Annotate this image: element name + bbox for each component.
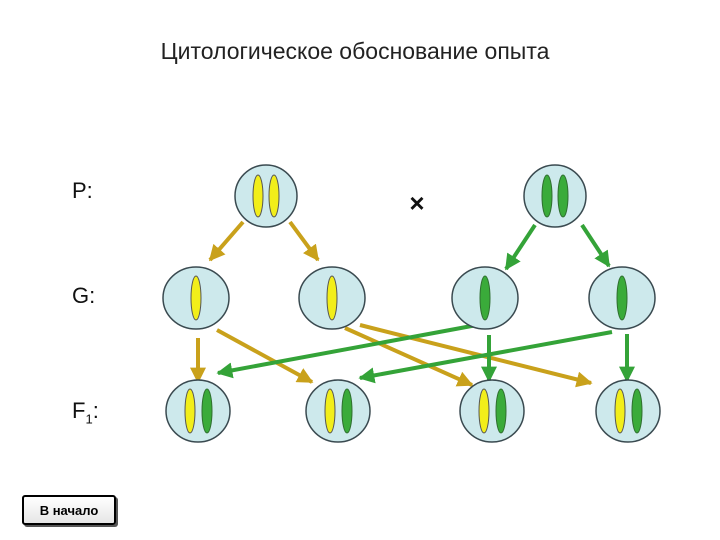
offspring-cell-1 (165, 379, 231, 443)
parent-cell-yellow (234, 164, 298, 228)
arrow-gamete2-offspring4 (359, 323, 593, 388)
gamete-cell-green-2 (588, 266, 656, 330)
parent-cell-green (523, 164, 587, 228)
arrow-parent1-gamete2 (288, 220, 320, 262)
arrow-gamete1-offspring2 (216, 328, 314, 384)
arrow-parent2-gamete3 (504, 223, 537, 271)
gamete-cell-yellow-1 (162, 266, 230, 330)
arrow-gamete2-offspring3 (344, 326, 474, 387)
cross-symbol: × (409, 188, 424, 218)
offspring-cell-2 (305, 379, 371, 443)
arrows (190, 220, 635, 388)
arrow-parent1-gamete1 (208, 220, 245, 262)
offspring-cell-4 (595, 379, 661, 443)
arrow-gamete3-offspring1 (216, 323, 478, 379)
gamete-cell-yellow-2 (298, 266, 366, 330)
back-to-start-button[interactable]: В начало (22, 495, 116, 525)
row-label-gametes: G: (72, 283, 96, 308)
gamete-cell-green-1 (451, 266, 519, 330)
diagram-title: Цитологическое обоснование опыта (160, 38, 550, 64)
offspring-cell-3 (459, 379, 525, 443)
row-label-parents: P: (72, 178, 93, 203)
row-label-f1: F1: (72, 398, 99, 427)
arrow-parent2-gamete4 (580, 223, 611, 268)
arrow-gamete4-offspring2 (358, 330, 613, 384)
